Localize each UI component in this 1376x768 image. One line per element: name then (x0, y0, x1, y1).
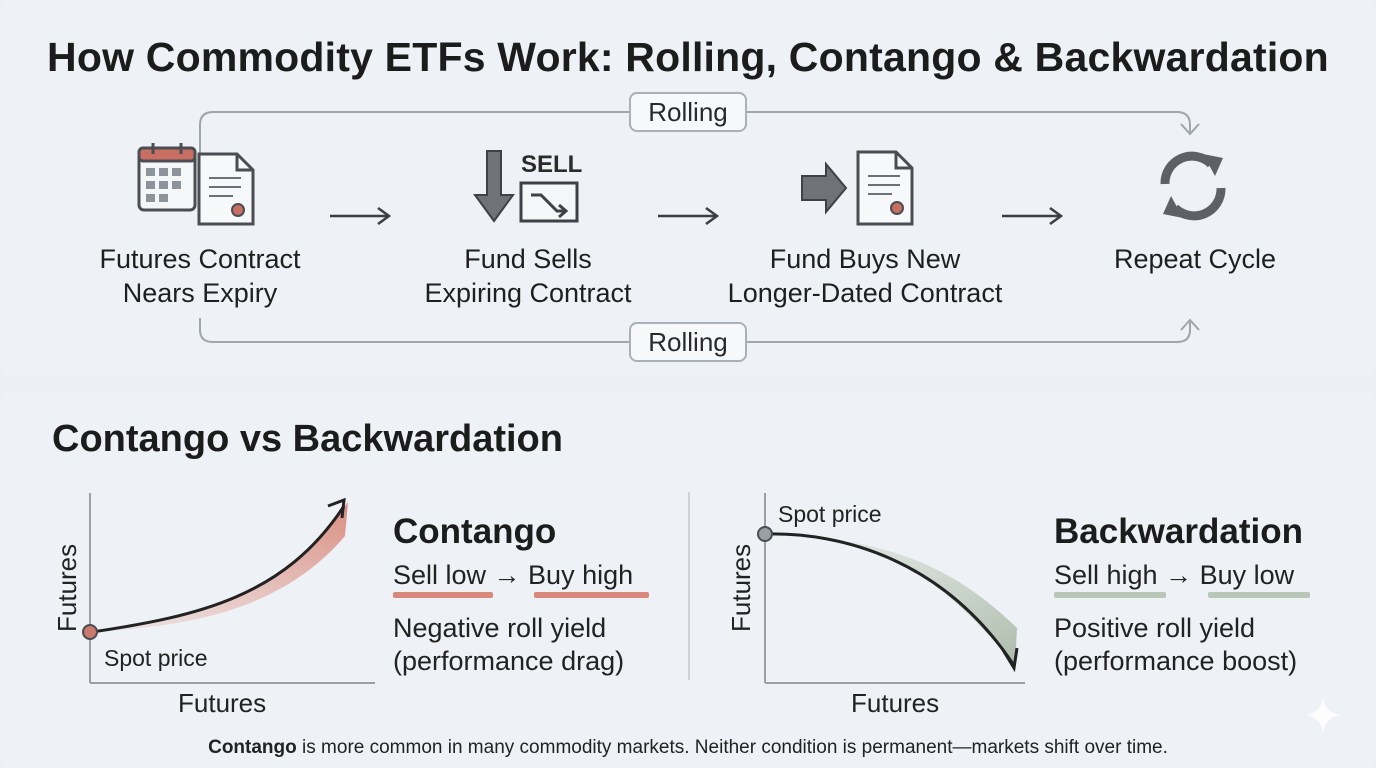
step-3-label: Fund Buys New Longer-Dated Contract (727, 244, 1003, 308)
contango-x-axis-label: Futures (178, 688, 267, 718)
contango-buy-underline (534, 592, 649, 598)
backwardation-y-axis-label: Futures (726, 543, 756, 632)
contango-trade: Sell low → Buy high (393, 560, 634, 590)
contango-yield: Negative roll yield (performance drag) (393, 613, 625, 676)
backwardation-title: Backwardation (1054, 512, 1303, 551)
backwardation-roll-area (765, 533, 1017, 666)
flow-arrows (330, 206, 1064, 226)
backwardation-yield: Positive roll yield (performance boost) (1054, 613, 1298, 676)
page-title: How Commodity ETFs Work: Rolling, Contan… (47, 34, 1329, 80)
backwardation-sell-underline (1054, 592, 1166, 598)
sparkle-icon (1305, 697, 1341, 733)
contango-spot-label: Spot price (104, 645, 208, 671)
contango-sell-underline (393, 592, 493, 598)
contango-roll-area (92, 502, 348, 632)
step-4-label: Repeat Cycle (1113, 244, 1277, 274)
contango-spot-point (82, 624, 98, 640)
contango-curve (91, 505, 346, 634)
footer-note: Contango is more common in many commodit… (208, 737, 1168, 758)
calendar-contract-icon (137, 143, 255, 226)
backwardation-trade: Sell high → Buy low (1054, 560, 1295, 590)
section-divider (688, 492, 690, 680)
contango-y-axis-label: Futures (52, 543, 82, 632)
backwardation-x-axis-label: Futures (851, 688, 940, 718)
repeat-cycle-icon (1160, 151, 1226, 221)
backwardation-buy-underline (1208, 592, 1310, 598)
sell-icon-text: SELL (521, 151, 582, 178)
rolling-label-top: Rolling (629, 92, 747, 132)
sell-icon: SELL (473, 150, 582, 223)
rolling-label-bottom: Rolling (629, 322, 747, 362)
backwardation-spot-point (757, 526, 773, 542)
backwardation-chart (757, 493, 1025, 684)
rolling-loop-lines (199, 111, 1200, 343)
backwardation-spot-label: Spot price (778, 501, 882, 527)
contango-chart (82, 493, 375, 684)
step-1-label: Futures Contract Nears Expiry (99, 244, 301, 308)
step-2-label: Fund Sells Expiring Contract (424, 244, 632, 308)
comparison-title: Contango vs Backwardation (52, 418, 563, 460)
backwardation-curve (764, 532, 1015, 665)
buy-contract-icon (801, 150, 914, 226)
contango-title: Contango (393, 512, 557, 551)
